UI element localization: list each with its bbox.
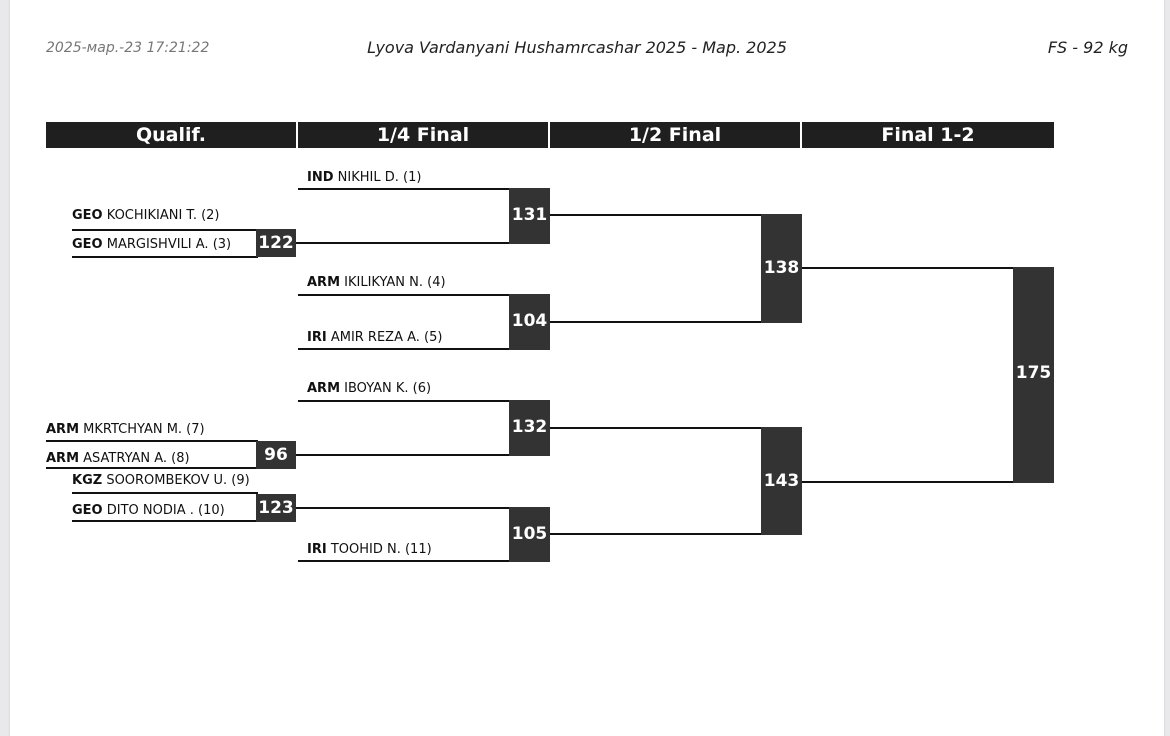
bout-number-qf-4: 105: [511, 524, 548, 544]
athlete-9: KGZ SOOROMBEKOV U. (9): [72, 473, 250, 488]
round-header-final: Final 1-2: [802, 122, 1054, 148]
bracket-line: [298, 560, 550, 562]
bout-number-qf-3: 132: [511, 417, 548, 437]
athlete-7: ARM MKRTCHYAN M. (7): [46, 422, 205, 437]
bracket-sheet: 2025-мар.-23 17:21:22 Lyova Vardanyani H…: [10, 0, 1164, 736]
bracket-line: [296, 454, 550, 456]
bout-box-qf-4: [509, 507, 550, 562]
bout-box-sf-2: [761, 427, 802, 535]
bracket-line: [296, 507, 550, 509]
weight-category: FS - 92 kg: [1047, 38, 1128, 57]
athlete-6: ARM IBOYAN K. (6): [307, 381, 432, 396]
athlete-1: IND NIKHIL D. (1): [307, 170, 422, 185]
bracket-line: [550, 321, 802, 323]
bout-box-final: [1013, 267, 1054, 483]
event-title: Lyova Vardanyani Hushamrcashar 2025 - Ма…: [367, 38, 787, 57]
bout-number-final: 175: [1015, 363, 1052, 383]
bracket-line: [298, 400, 550, 402]
bracket-line: [72, 492, 258, 494]
bracket-line: [298, 188, 550, 190]
bracket-line: [46, 467, 258, 469]
bracket-line: [550, 533, 802, 535]
bracket-line: [298, 294, 550, 296]
bracket-line: [550, 427, 802, 429]
bracket-line: [802, 267, 1054, 269]
bout-number-qf-2: 104: [511, 311, 548, 331]
round-header-qualif: Qualif.: [46, 122, 296, 148]
athlete-10: GEO DITO NODIA . (10): [72, 503, 225, 518]
bracket-line: [298, 348, 550, 350]
round-header-semifinal: 1/2 Final: [550, 122, 800, 148]
bracket-line: [72, 229, 258, 231]
bout-box-qf-3: [509, 400, 550, 456]
bracket-line: [72, 520, 258, 522]
bout-number-qual-2: 96: [256, 441, 296, 469]
bracket-line: [550, 214, 802, 216]
print-datetime: 2025-мар.-23 17:21:22: [46, 40, 210, 56]
athlete-3: GEO MARGISHVILI A. (3): [72, 237, 232, 252]
athlete-2: GEO KOCHIKIANI T. (2): [72, 208, 220, 223]
bracket-line: [46, 440, 258, 442]
athlete-5: IRI AMIR REZA A. (5): [307, 330, 443, 345]
bout-number-qf-1: 131: [511, 205, 548, 225]
bout-number-qual-1: 122: [256, 229, 296, 257]
athlete-4: ARM IKILIKYAN N. (4): [307, 275, 446, 290]
bout-box-qf-2: [509, 294, 550, 350]
bout-number-sf-2: 143: [763, 471, 800, 491]
athlete-8: ARM ASATRYAN A. (8): [46, 451, 190, 466]
bout-number-qual-3: 123: [256, 494, 296, 522]
round-header-quarterfinal: 1/4 Final: [298, 122, 548, 148]
athlete-11: IRI TOOHID N. (11): [307, 542, 432, 557]
bracket-line: [72, 256, 258, 258]
bout-box-sf-1: [761, 214, 802, 323]
bracket-line: [802, 481, 1054, 483]
bout-box-qf-1: [509, 188, 550, 244]
bout-number-sf-1: 138: [763, 258, 800, 278]
bracket-line: [296, 242, 550, 244]
